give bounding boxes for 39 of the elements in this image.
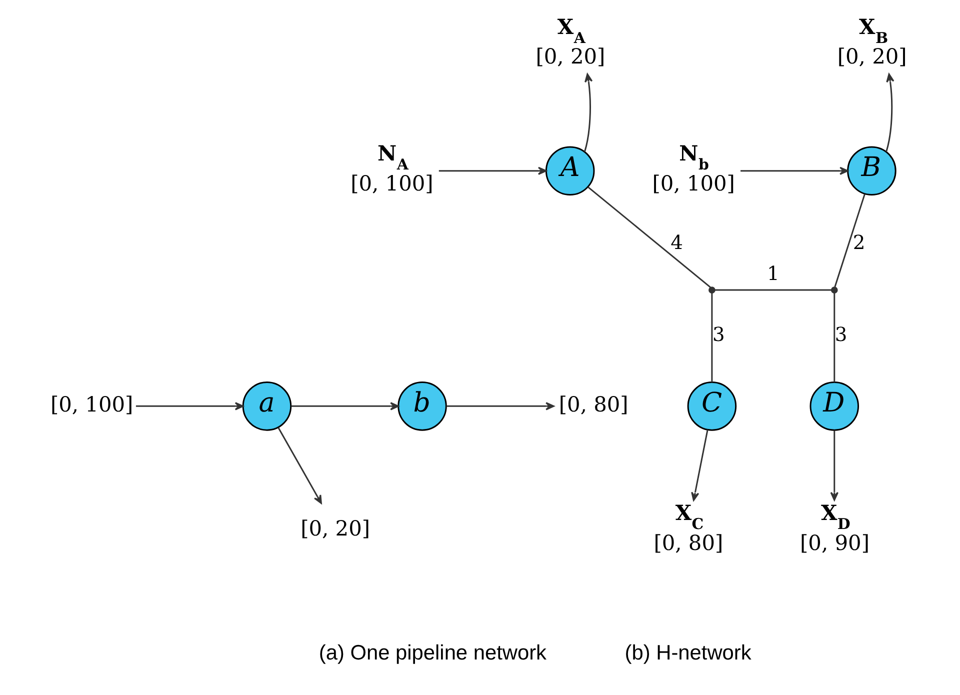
- connector: [834, 194, 865, 288]
- connector: [587, 186, 710, 288]
- node-circle: a: [242, 382, 292, 431]
- node-circle: C: [686, 382, 736, 431]
- arrow: [438, 166, 546, 175]
- arrow: [277, 427, 322, 504]
- node-circle: A: [544, 146, 594, 196]
- node-text: X$_{D}$ [0, 90]: [800, 500, 870, 555]
- node-circle: B: [846, 146, 896, 196]
- node-text: N$_{A}$ [0, 100]: [350, 140, 433, 196]
- node-text: N$_{b}$ [0, 100]: [652, 140, 734, 196]
- edge-label: 4: [670, 231, 683, 254]
- arrow: [290, 402, 398, 410]
- node-text: [0, 100]: [50, 392, 133, 417]
- edge-label: 3: [712, 323, 724, 346]
- connector: [833, 292, 835, 382]
- label: (a) One pipeline network: [318, 642, 546, 665]
- arrow: [830, 430, 838, 501]
- label: (b) H-network: [624, 642, 751, 665]
- node-text: [0, 20]: [300, 516, 370, 541]
- node-point: [830, 286, 838, 294]
- connector: [710, 292, 712, 382]
- edge-label: 3: [834, 323, 847, 346]
- edge-label: 2: [852, 231, 865, 254]
- arrow: [740, 166, 848, 175]
- edge-label: 1: [766, 262, 779, 286]
- arrow: [446, 402, 554, 410]
- node-circle: D: [809, 382, 859, 431]
- arrow: [885, 73, 894, 152]
- node-text: X$_{B}$ [0, 20]: [836, 14, 906, 69]
- node-circle: b: [397, 382, 446, 431]
- arrow: [135, 402, 244, 410]
- node-text: [0, 80]: [558, 392, 628, 417]
- connector: [714, 289, 831, 291]
- arrow: [690, 430, 708, 501]
- arrow: [583, 73, 592, 152]
- node-text: X$_{C}$ [0, 80]: [653, 500, 723, 555]
- node-point: [708, 286, 715, 294]
- node-text: X$_{A}$ [0, 20]: [535, 14, 605, 69]
